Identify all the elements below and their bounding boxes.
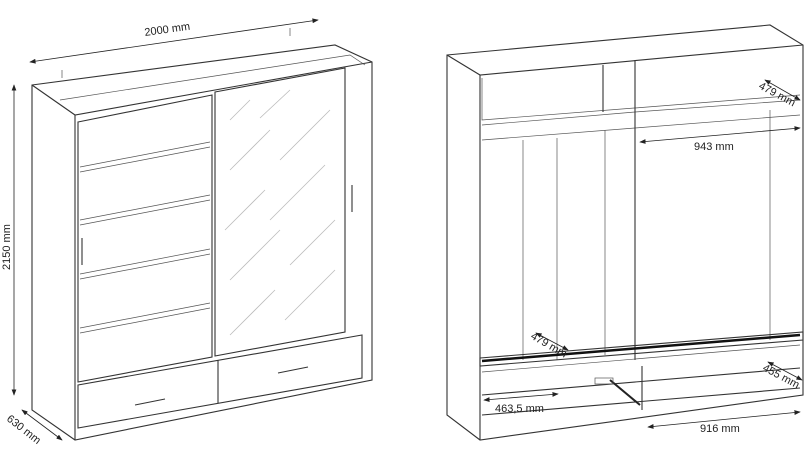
height-label: 2150 mm <box>1 224 13 270</box>
dimension-height: 2150 mm <box>1 84 17 396</box>
drawer-right-width-label: 916 mm <box>700 423 740 435</box>
dimension-drawer-depth: 455 mm <box>761 361 803 391</box>
shelf-depth-top-label: 479 mm <box>757 80 798 109</box>
dimension-depth: 630 mm <box>4 409 63 447</box>
dimension-width: 2000 mm <box>29 18 319 78</box>
closed-wardrobe-drawing <box>31 44 373 441</box>
shelf-width-label: 943 mm <box>694 141 734 153</box>
dimension-shelf-depth-top: 479 mm <box>757 79 801 109</box>
drawer-left-width-label: 463,5 mm <box>495 403 544 415</box>
open-wardrobe-drawing <box>446 24 804 441</box>
dimension-drawer-left-width: 463,5 mm <box>483 392 559 415</box>
dimension-shelf-width: 943 mm <box>639 126 801 153</box>
depth-label: 630 mm <box>4 413 43 447</box>
dimension-drawer-right-width: 916 mm <box>647 410 801 435</box>
width-label: 2000 mm <box>144 21 191 39</box>
drawer-depth-label: 455 mm <box>761 362 802 391</box>
